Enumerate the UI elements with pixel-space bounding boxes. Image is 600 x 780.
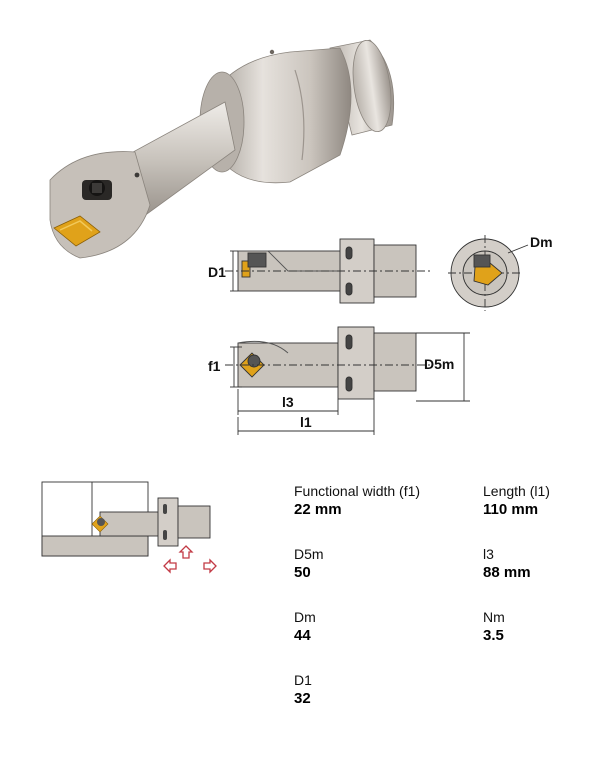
- spec-functional-width: Functional width (f1) 22 mm: [294, 482, 420, 520]
- spec-value: 50: [294, 564, 311, 581]
- spec-label: Functional width (f1): [294, 483, 421, 499]
- label-l1: l1: [300, 414, 312, 430]
- product-photo: [49, 39, 395, 259]
- label-l3: l3: [282, 394, 294, 410]
- spec-value: 110 mm: [483, 501, 539, 518]
- spec-value: 44: [294, 627, 311, 644]
- spec-d5m: D5m 50: [294, 545, 324, 583]
- spec-length: Length (l1) 110 mm: [483, 482, 550, 520]
- spec-label: l3: [483, 546, 494, 562]
- tool-head: [49, 151, 151, 259]
- spec-value: 22 mm: [294, 501, 342, 518]
- spec-dm: Dm 44: [294, 608, 316, 646]
- spec-label: Dm: [294, 609, 316, 625]
- cutting-insert: [53, 215, 101, 247]
- spec-label: D1: [294, 672, 312, 688]
- usage-diagram: [41, 481, 217, 574]
- spec-value: 88 mm: [483, 564, 531, 581]
- label-dm: Dm: [530, 234, 553, 250]
- spec-label: Length (l1): [483, 483, 550, 499]
- spec-d1: D1 32: [294, 671, 312, 709]
- feed-direction-arrows: [163, 545, 217, 574]
- label-f1: f1: [208, 358, 221, 374]
- spec-label: Nm: [483, 609, 505, 625]
- spec-nm: Nm 3.5: [483, 608, 505, 646]
- technical-drawings: D1 Dm f1 D5m l3 l1: [208, 234, 553, 435]
- label-d5m: D5m: [424, 356, 454, 372]
- label-d1: D1: [208, 264, 226, 280]
- spec-label: D5m: [294, 546, 324, 562]
- spec-value: 3.5: [483, 627, 504, 644]
- spec-l3: l3 88 mm: [483, 545, 531, 583]
- collar: [214, 47, 352, 184]
- spec-value: 32: [294, 690, 311, 707]
